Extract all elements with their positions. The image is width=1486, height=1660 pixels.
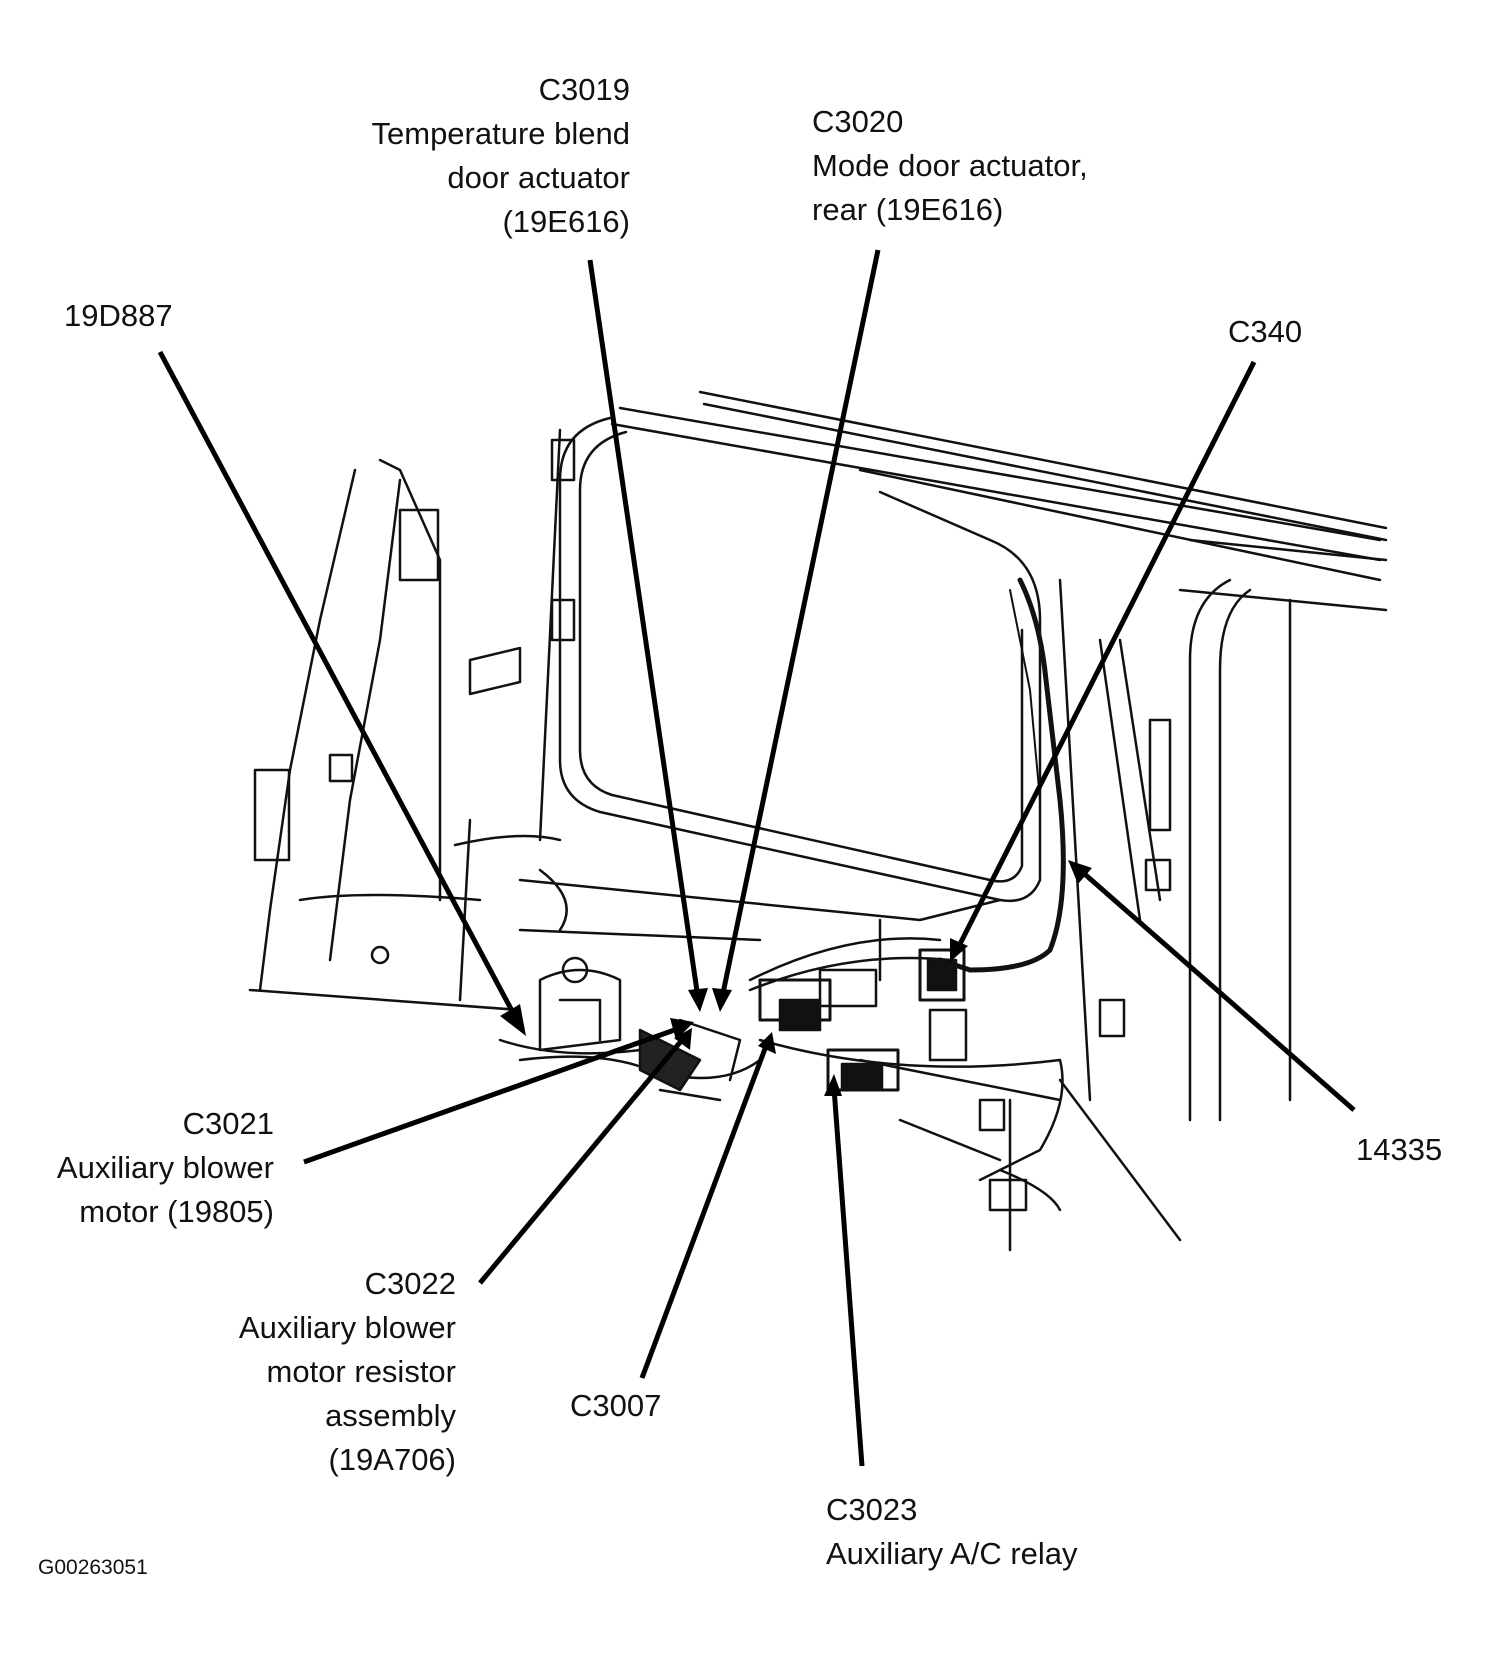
quarter-window-opening bbox=[558, 416, 1042, 903]
callout-c3022-line-4: assembly bbox=[325, 1398, 456, 1433]
left-pillar bbox=[248, 428, 576, 1012]
leader-c3019 bbox=[587, 259, 701, 999]
callout-c3020: C3020 Mode door actuator, rear (19E616) bbox=[812, 100, 1088, 232]
callout-14335: 14335 bbox=[1356, 1128, 1442, 1172]
arrowhead-c3007 bbox=[758, 1032, 776, 1054]
callout-c3019-line-4: (19E616) bbox=[502, 204, 630, 239]
lower-trim-panel bbox=[518, 868, 1182, 1252]
callout-c3019-line-1: C3019 bbox=[538, 72, 630, 107]
arrowheads bbox=[500, 860, 1092, 1096]
callout-14335-line-1: 14335 bbox=[1356, 1132, 1443, 1167]
leader-lines bbox=[157, 249, 1356, 1467]
arrowhead-c3022 bbox=[674, 1028, 692, 1050]
callout-c340: C340 bbox=[1228, 310, 1302, 354]
callout-c3022-line-5: (19A706) bbox=[328, 1442, 456, 1477]
callout-c3021-line-2: Auxiliary blower bbox=[56, 1150, 274, 1185]
callout-c3023-line-1: C3023 bbox=[826, 1492, 918, 1527]
hvac-module bbox=[748, 937, 1064, 1212]
arrowhead-c3021 bbox=[670, 1018, 694, 1040]
callout-c3020-line-2: Mode door actuator, bbox=[812, 148, 1088, 183]
callout-c3019-line-3: door actuator bbox=[447, 160, 630, 195]
right-door-frame bbox=[1058, 578, 1292, 1122]
leader-19d887 bbox=[157, 350, 521, 1024]
callout-c3007: C3007 bbox=[570, 1384, 661, 1428]
arrowhead-c3019 bbox=[688, 988, 708, 1012]
callout-c3022-line-2: Auxiliary blower bbox=[238, 1310, 456, 1345]
arrowhead-14335 bbox=[1068, 860, 1092, 884]
arrowhead-c340 bbox=[950, 938, 968, 962]
callout-c3019: C3019 Temperature blend door actuator (1… bbox=[372, 68, 631, 244]
callout-c340-line-1: C340 bbox=[1228, 314, 1303, 349]
callout-c3021-line-3: motor (19805) bbox=[79, 1194, 274, 1229]
callout-19d887-line-1: 19D887 bbox=[64, 298, 173, 333]
callout-c3019-line-2: Temperature blend bbox=[371, 116, 631, 151]
callout-c3020-line-3: rear (19E616) bbox=[812, 192, 1004, 227]
callout-c3021-line-1: C3021 bbox=[182, 1106, 274, 1141]
callout-c3023-line-2: Auxiliary A/C relay bbox=[826, 1536, 1078, 1571]
arrowhead-c3020 bbox=[712, 988, 732, 1012]
leader-c3020 bbox=[719, 249, 881, 999]
leader-c340 bbox=[955, 360, 1257, 950]
leader-14335 bbox=[1078, 868, 1356, 1112]
callout-c3022-line-1: C3022 bbox=[364, 1266, 456, 1301]
arrowhead-c3023 bbox=[824, 1074, 842, 1096]
harness-14335 bbox=[937, 577, 1066, 973]
callout-c3023: C3023 Auxiliary A/C relay bbox=[826, 1488, 1078, 1576]
arrowhead-19d887 bbox=[500, 1004, 526, 1036]
callout-c3022-line-3: motor resistor bbox=[266, 1354, 456, 1389]
leader-c3007 bbox=[639, 1045, 769, 1379]
figure-id: G00263051 bbox=[38, 1556, 148, 1579]
callout-c3020-line-1: C3020 bbox=[812, 104, 904, 139]
callout-c3022: C3022 Auxiliary blower motor resistor as… bbox=[239, 1262, 456, 1482]
callout-c3007-line-1: C3007 bbox=[570, 1388, 662, 1423]
leader-c3023 bbox=[831, 1087, 865, 1467]
callout-c3021: C3021 Auxiliary blower motor (19805) bbox=[57, 1102, 274, 1234]
callout-19d887: 19D887 bbox=[64, 294, 173, 338]
leader-c3021 bbox=[303, 1025, 681, 1165]
roof-rail bbox=[610, 390, 1388, 612]
leader-c3022 bbox=[478, 1038, 684, 1285]
